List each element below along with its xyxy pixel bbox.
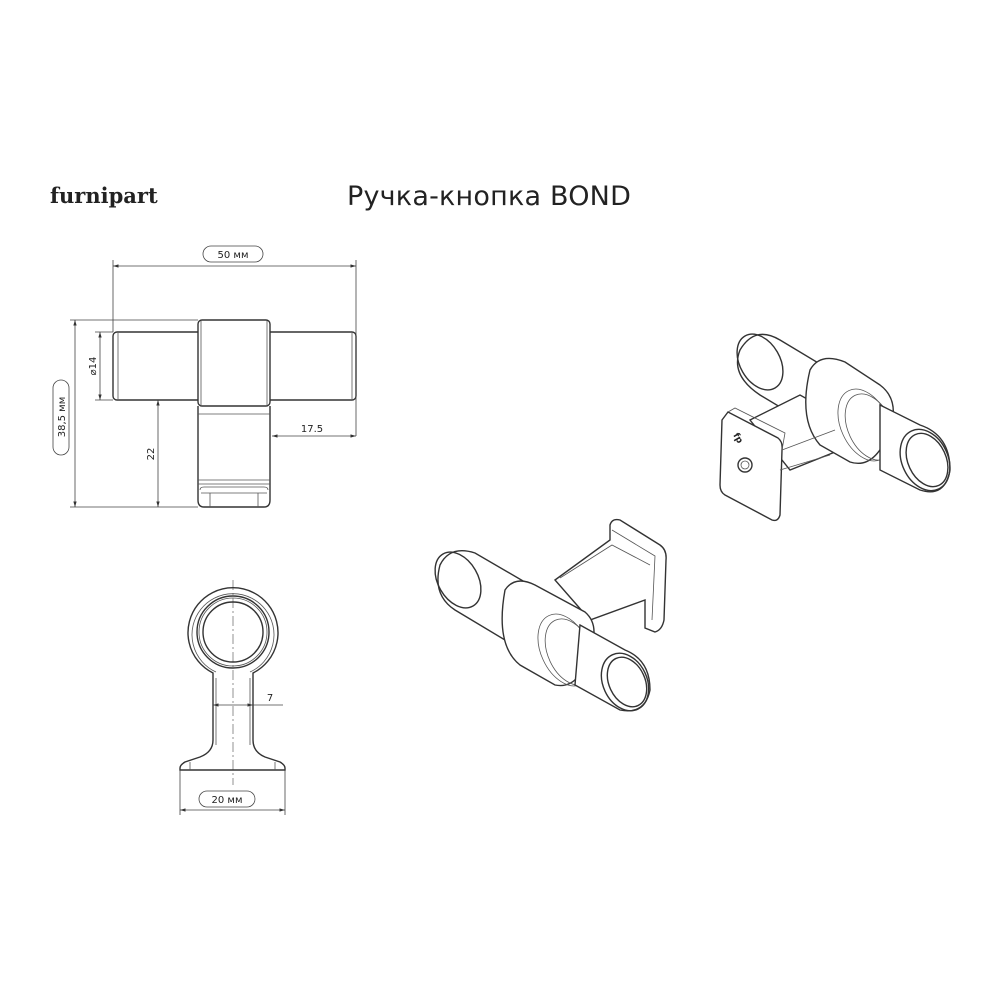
base-width-dimension-label: 20 мм — [212, 795, 243, 806]
arm-length-dimension-label: 17.5 — [301, 424, 323, 435]
front-view: 50 мм 38,5 мм ⌀14 22 17.5 — [52, 245, 357, 508]
page-title: Ручка-кнопка BOND — [347, 181, 632, 212]
stem-height-dimension-label: 22 — [146, 448, 157, 461]
fp-logo-mark: fp — [730, 432, 744, 446]
neck-width-dimension-label: 7 — [267, 693, 273, 704]
brand-logo: furnipart — [50, 183, 158, 208]
diameter-dimension-label: ⌀14 — [88, 357, 99, 376]
isometric-view-front — [434, 518, 667, 712]
side-view: 7 20 мм — [179, 580, 286, 815]
isometric-view-back: fp — [719, 333, 951, 522]
width-dimension-label: 50 мм — [218, 250, 249, 261]
height-dimension-label: 38,5 мм — [57, 397, 68, 438]
